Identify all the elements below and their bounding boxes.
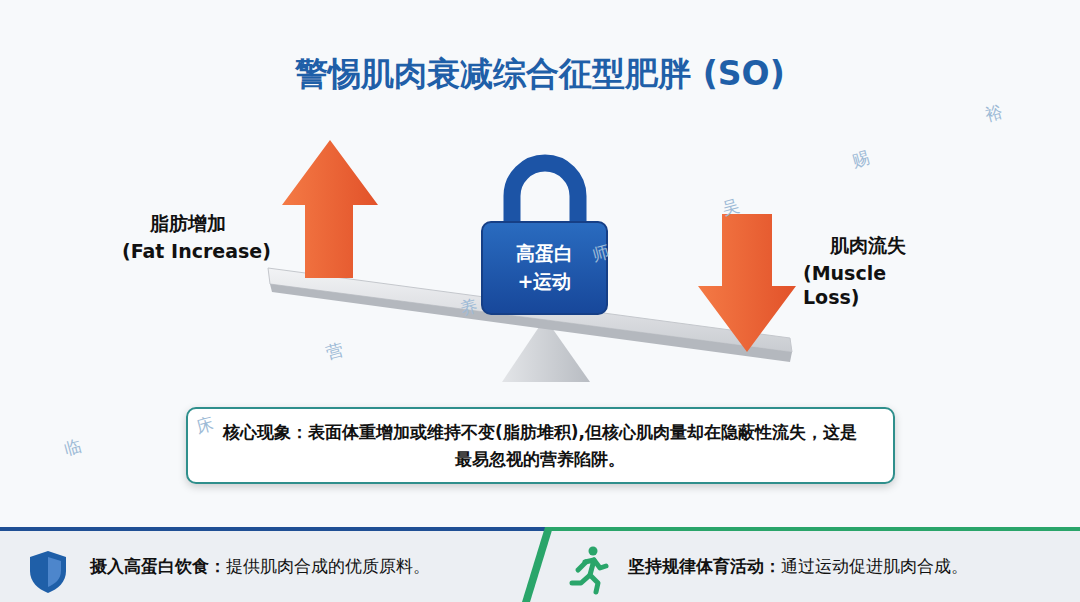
core-box: 核心现象：表面体重增加或维持不变(脂肪堆积),但核心肌肉量却在隐蔽性流失，这是最… (186, 407, 895, 484)
arrow-down (698, 214, 796, 352)
side-label: 脂肪增加 (150, 212, 226, 236)
band-text: 摄入高蛋白饮食：提供肌肉合成的优质原料。 (90, 556, 430, 578)
watermark: 营 (323, 338, 345, 365)
band-heading: 坚持规律体育活动： (628, 557, 781, 576)
band-panel: 坚持规律体育活动：通过运动促进肌肉合成。 (628, 531, 1068, 602)
watermark: 临 (61, 434, 83, 461)
shield-shine (48, 557, 61, 587)
band-heading: 摄入高蛋白饮食： (90, 557, 226, 576)
side-label: 肌肉流失 (830, 234, 906, 258)
watermark: 裕 (982, 100, 1004, 127)
band-rule-right (545, 527, 1080, 531)
band-body: 提供肌肉合成的优质原料。 (226, 557, 430, 576)
band-rule-left (0, 527, 545, 531)
side-label: (Muscle Loss) (803, 262, 887, 310)
bottom-band (0, 527, 1080, 602)
title: 警惕肌肉衰减综合征型肥胖 (SO) (0, 52, 1080, 97)
band-divider (522, 527, 553, 602)
core-text: 核心现象：表面体重增加或维持不变(脂肪堆积),但核心肌肉量却在隐蔽性流失，这是最… (218, 419, 863, 472)
padlock-box: 高蛋白 +运动 (482, 222, 607, 314)
runner-icon (572, 547, 606, 593)
watermark: 赐 (849, 146, 871, 173)
band-panel: 摄入高蛋白饮食：提供肌肉合成的优质原料。 (90, 531, 530, 602)
lock-shackle (512, 163, 578, 228)
shield-icon (30, 551, 66, 593)
lock-label: 高蛋白 +运动 (505, 240, 585, 295)
band-body: 通过运动促进肌肉合成。 (781, 557, 968, 576)
side-label: (Fat Increase) (122, 240, 271, 264)
arrow-up (282, 140, 378, 278)
band-text: 坚持规律体育活动：通过运动促进肌肉合成。 (628, 556, 968, 578)
lock-body (482, 222, 607, 314)
